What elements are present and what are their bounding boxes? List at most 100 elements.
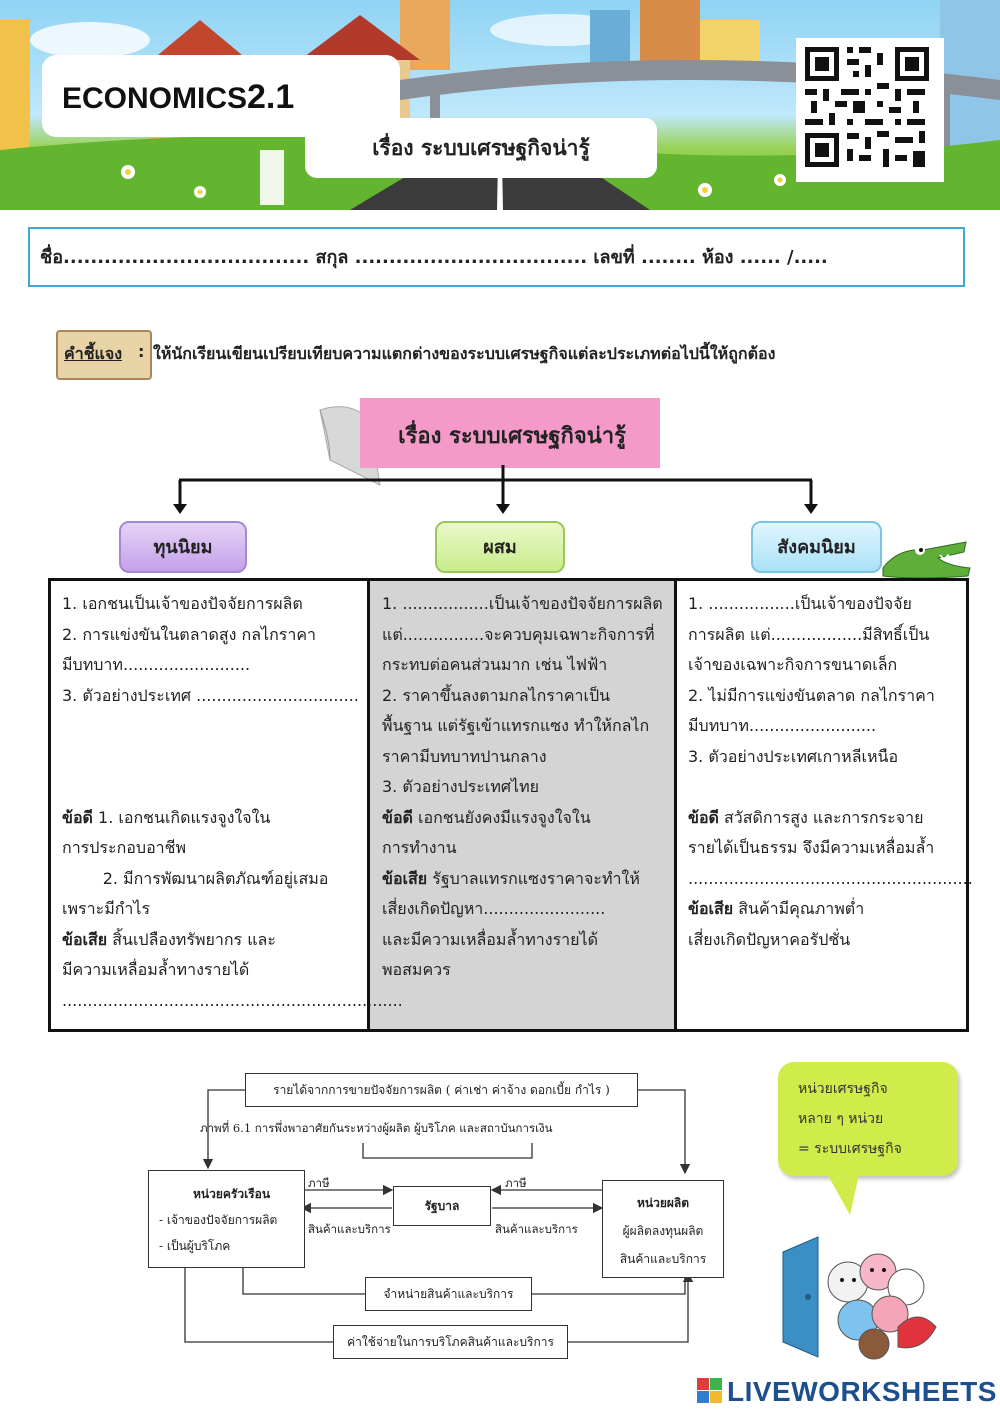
capitalism-advantage-line: ข้อดี 1. เอกชนเกิดแรงจูงใจใน: [62, 803, 403, 834]
capitalism-spacer: [62, 742, 403, 773]
socialism-line[interactable]: 1. .................เป็นเจ้าของปัจจัย: [688, 594, 912, 613]
mixed-line: กระทบต่อคนส่วนมาก เช่น ไฟฟ้า: [382, 655, 608, 674]
mixed-line: และมีความเหลื่อมล้ำทางรายได้: [382, 929, 598, 949]
mixed-line[interactable]: แต่................จะควบคุมเฉพาะกิจการที…: [382, 624, 655, 644]
arrow-down-icon: [173, 504, 187, 514]
qr-code-icon: [796, 38, 944, 182]
producer-title: หน่วยผลิต: [636, 1196, 690, 1210]
spend-box: ค่าใช้จ่ายในการบริโภคสินค้าและบริการ: [333, 1325, 568, 1359]
capitalism-line: มีความเหลื่อมล้ำทางรายได้: [62, 960, 250, 979]
mixed-column-background: [368, 581, 675, 1029]
arrow-down-icon: [804, 504, 818, 514]
tax-label-right: ภาษี: [505, 1176, 527, 1190]
capitalism-line: 2. การแข่งขันในตลาดสูง กลไกราคา: [62, 624, 317, 644]
category-mixed: ผสม: [435, 521, 565, 573]
liveworksheets-logo-icon: [697, 1378, 722, 1403]
capitalism-line: เพราะมีกำไร: [62, 899, 151, 918]
socialism-line: สวัสดิการสูง และการกระจาย: [718, 807, 924, 827]
sell-box: จำหน่ายสินค้าและบริการ: [365, 1277, 532, 1311]
column-divider: [674, 578, 677, 1032]
socialism-spacer: [688, 772, 973, 803]
worksheet-title: ECONOMICS2.1: [62, 78, 295, 116]
disadvantage-label: ข้อเสีย: [62, 929, 108, 949]
mixed-disadvantage-line: ข้อเสีย รัฐบาลแทรกแซงราคาจะทำให้: [382, 864, 663, 895]
producer-box: หน่วยผลิต ผู้ผลิตลงทุนผลิต สินค้าและบริก…: [602, 1180, 724, 1278]
producer-line: สินค้าและบริการ: [619, 1252, 707, 1266]
qr-code-graphic: [799, 41, 935, 173]
diagram-title: เรื่อง ระบบเศรษฐกิจน่ารู้: [398, 424, 626, 449]
mixed-line[interactable]: 1. .................เป็นเจ้าของปัจจัยการ…: [382, 594, 663, 613]
capitalism-spacer: [62, 772, 403, 803]
mixed-line: ราคามีบทบาทปานกลาง: [382, 746, 547, 766]
advantage-label: ข้อดี: [62, 807, 93, 827]
socialism-line: เสี่ยงเกิดปัญหาคอรัปชั่น: [688, 929, 851, 949]
diagram-title-banner: [360, 398, 660, 468]
socialism-line[interactable]: มีบทบาท.........................: [688, 716, 877, 735]
bubble-line: หน่วยเศรษฐกิจ: [798, 1081, 888, 1097]
instruction-text: ให้นักเรียนเขียนเปรียบเทียบความแตกต่างขอ…: [153, 344, 776, 363]
mixed-line: 3. ตัวอย่างประเทศไทย: [382, 777, 539, 796]
column-divider: [367, 578, 370, 1032]
disadvantage-label: ข้อเสีย: [382, 868, 428, 888]
mixed-column: 1. .................เป็นเจ้าของปัจจัยการ…: [382, 589, 663, 986]
socialism-advantage-line: ข้อดี สวัสดิการสูง และการกระจาย: [688, 803, 973, 834]
socialism-line[interactable]: ........................................…: [688, 868, 973, 888]
household-line: - เป็นผู้บริโภค: [159, 1239, 231, 1253]
capitalism-disadvantage-line: ข้อเสีย สิ้นเปลืองทรัพยากร และ: [62, 925, 403, 956]
capitalism-line: 1. เอกชนเกิดแรงจูงใจใน: [98, 807, 271, 827]
comparison-table: [48, 578, 969, 1032]
socialism-line: สินค้ามีคุณภาพต่ำ: [733, 899, 865, 918]
crocodile-icon: [882, 541, 971, 579]
tax-label-left: ภาษี: [308, 1176, 330, 1190]
student-info-box: [28, 227, 965, 287]
capitalism-spacer: [62, 711, 403, 742]
socialism-column: 1. .................เป็นเจ้าของปัจจัย กา…: [688, 589, 973, 955]
socialism-line[interactable]: การผลิต แต่..................มีสิทธิ์เป็…: [688, 624, 930, 644]
capitalism-line[interactable]: ........................................…: [62, 990, 403, 1010]
producer-line: ผู้ผลิตลงทุนผลิต: [622, 1224, 704, 1238]
household-title: หน่วยครัวเรือน: [192, 1187, 271, 1201]
goods-label-right: สินค้าและบริการ: [495, 1222, 578, 1236]
household-box: หน่วยครัวเรือน - เจ้าของปัจจัยการผลิต - …: [148, 1170, 305, 1268]
socialism-disadvantage-line: ข้อเสีย สินค้ามีคุณภาพต่ำ: [688, 894, 973, 925]
tree-connector: [173, 465, 818, 514]
speech-bubble: [778, 1062, 958, 1176]
capitalism-line: 1. เอกชนเป็นเจ้าของปัจจัยการผลิต: [62, 594, 303, 613]
mixed-line: เอกชนยังคงมีแรงจูงใจใน: [412, 807, 591, 827]
category-capitalism: ทุนนิยม: [119, 521, 247, 573]
instruction-label: คำชี้แจง: [64, 344, 123, 363]
household-line: - เจ้าของปัจจัยการผลิต: [159, 1213, 278, 1227]
bubble-line: = ระบบเศรษฐกิจ: [798, 1141, 902, 1157]
mixed-line: พื้นฐาน แต่รัฐเข้าแทรกแซง ทำให้กลไก: [382, 716, 650, 735]
city-illustration: [0, 0, 1000, 210]
government-box: รัฐบาล: [393, 1186, 491, 1226]
liveworksheets-brand[interactable]: LIVEWORKSHEETS: [727, 1376, 997, 1407]
capitalism-line[interactable]: มีบทบาท.........................: [62, 655, 251, 674]
worksheet-subtitle: เรื่อง ระบบเศรษฐกิจน่ารู้: [372, 136, 590, 160]
instruction-colon: :: [138, 342, 145, 361]
capitalism-line: การประกอบอาชีพ: [62, 838, 187, 857]
mixed-line: 2. ราคาขึ้นลงตามกลไกราคาเป็น: [382, 685, 611, 705]
instruction-badge: [56, 330, 152, 380]
socialism-line: รายได้เป็นธรรม จึงมีความเหลื่อมล้ำ: [688, 838, 935, 857]
advantage-label: ข้อดี: [688, 807, 719, 827]
disadvantage-label: ข้อเสีย: [688, 899, 734, 918]
mixed-advantage-line: ข้อดี เอกชนยังคงมีแรงจูงใจใน: [382, 803, 663, 834]
income-box: รายได้จากการขายปัจจัยการผลิต ( ค่าเช่า ค…: [245, 1073, 638, 1107]
circular-flow-lines: [184, 1089, 694, 1343]
socialism-line: 2. ไม่มีการแข่งขันตลาด กลไกราคา: [688, 685, 935, 705]
goods-label-left: สินค้าและบริการ: [308, 1222, 391, 1236]
category-socialism: สังคมนิยม: [751, 521, 882, 573]
arrow-down-icon: [496, 504, 510, 514]
student-info-fields[interactable]: ชื่อ....................................…: [40, 247, 828, 268]
subtitle-card: [305, 118, 657, 178]
capitalism-line[interactable]: 3. ตัวอย่างประเทศ ......................…: [62, 685, 359, 705]
capitalism-line: สิ้นเปลืองทรัพยากร และ: [107, 929, 276, 949]
bubble-line: หลาย ๆ หน่วย: [798, 1111, 884, 1127]
capitalism-line: 2. มีการพัฒนาผลิตภัณฑ์อยู่เสมอ: [62, 868, 329, 888]
cartoon-characters-icon: [782, 1236, 937, 1360]
advantage-label: ข้อดี: [382, 807, 413, 827]
socialism-line: 3. ตัวอย่างประเทศเกาหลีเหนือ: [688, 746, 899, 766]
mixed-line[interactable]: เสี่ยงเกิดปัญหา........................: [382, 899, 606, 918]
speech-bubble-tail: [825, 1170, 860, 1215]
